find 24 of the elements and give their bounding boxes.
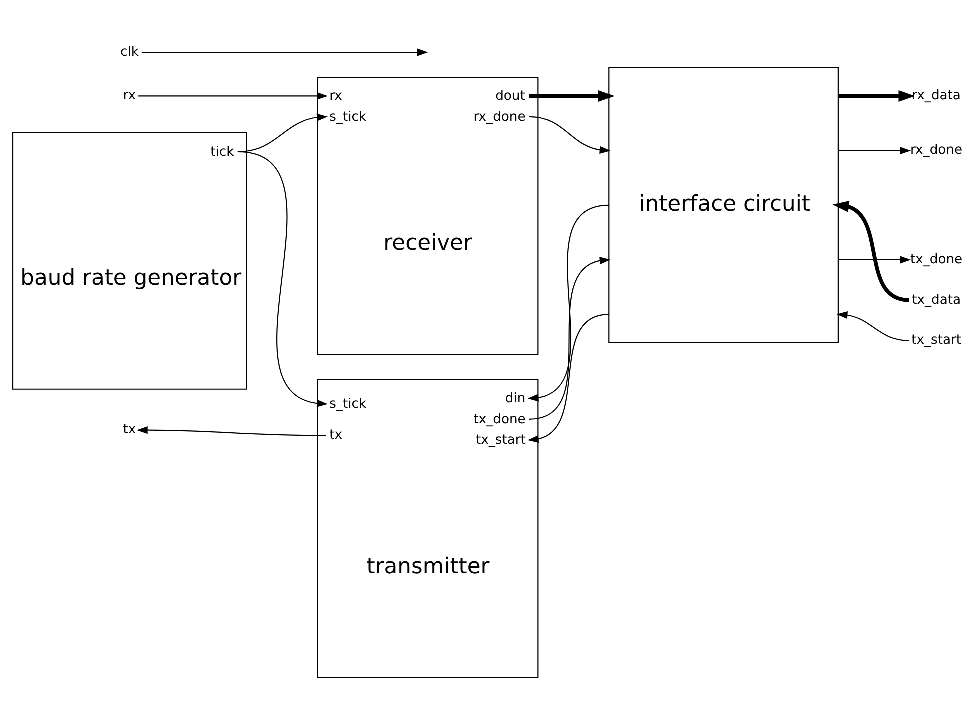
arrow (529, 257, 611, 420)
arrow (138, 92, 328, 100)
arrow (528, 314, 610, 444)
arrow (836, 311, 910, 342)
arrow (238, 151, 328, 408)
node-text: tx_done (910, 252, 963, 268)
arrow (529, 116, 611, 154)
arrow (529, 90, 615, 102)
arrow (838, 256, 912, 264)
node-text: rx_data (912, 88, 961, 104)
arrow (528, 204, 610, 402)
node-text: rx_done (910, 143, 963, 158)
node-box: tick baud rate generator (12, 132, 248, 390)
node-text: tx_start (912, 333, 962, 348)
arrow (838, 90, 916, 102)
node-text: rx (123, 88, 136, 104)
arrow (832, 200, 910, 302)
node-text: clk (120, 44, 139, 60)
node-text: tx_data (912, 292, 962, 308)
arrow (136, 426, 326, 436)
arrow (142, 48, 428, 56)
node-text: tx (123, 422, 136, 438)
node-box: interface circuit (608, 67, 839, 344)
arrow (838, 147, 912, 155)
